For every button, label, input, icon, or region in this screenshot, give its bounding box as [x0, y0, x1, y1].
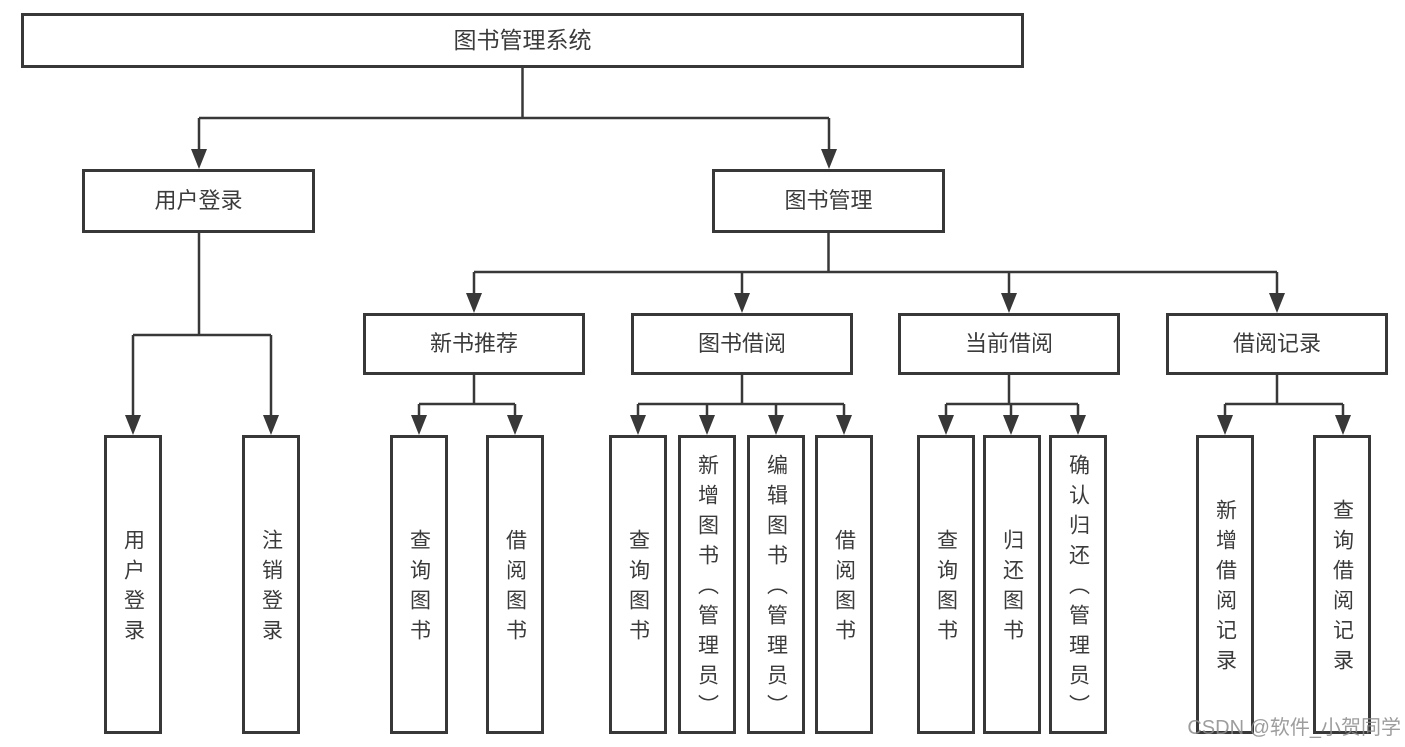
node-label: 注销登录 [259, 528, 283, 649]
node-label: 归还图书 [1000, 528, 1024, 649]
node-label: 查询图书 [626, 528, 650, 649]
node-book-management: 图书管理 [712, 169, 945, 233]
leaf-query-books-2: 查询图书 [609, 435, 667, 734]
leaf-logout: 注销登录 [242, 435, 300, 734]
node-label: 借阅图书 [503, 528, 527, 649]
node-label: 新增图书（管理员） [695, 453, 719, 724]
node-label: 用户登录 [121, 528, 145, 649]
leaf-borrow-books-2: 借阅图书 [815, 435, 873, 734]
node-label: 用户登录 [154, 188, 243, 213]
leaf-query-books-3: 查询图书 [917, 435, 975, 734]
leaf-user-login: 用户登录 [104, 435, 162, 734]
node-library-management-system: 图书管理系统 [21, 13, 1024, 68]
node-borrowing-records: 借阅记录 [1166, 313, 1388, 375]
node-label: 图书管理 [784, 188, 873, 213]
node-label: 查询图书 [934, 528, 958, 649]
node-book-borrowing: 图书借阅 [631, 313, 853, 375]
leaf-query-books: 查询图书 [390, 435, 448, 734]
node-new-book-recommendation: 新书推荐 [363, 313, 585, 375]
node-label: 确认归还（管理员） [1066, 453, 1090, 724]
node-label: 编辑图书（管理员） [764, 453, 788, 724]
node-label: 图书借阅 [697, 331, 786, 356]
leaf-query-borrow-record: 查询借阅记录 [1313, 435, 1371, 734]
node-user-login: 用户登录 [82, 169, 315, 233]
node-label: 借阅记录 [1232, 331, 1321, 356]
leaf-add-book-admin: 新增图书（管理员） [678, 435, 736, 734]
node-current-borrowing: 当前借阅 [898, 313, 1120, 375]
leaf-add-borrow-record: 新增借阅记录 [1196, 435, 1254, 734]
watermark: CSDN @软件_小贺同学 [1187, 717, 1401, 739]
leaf-return-book: 归还图书 [983, 435, 1041, 734]
node-label: 查询借阅记录 [1330, 498, 1354, 679]
node-label: 借阅图书 [832, 528, 856, 649]
leaf-edit-book-admin: 编辑图书（管理员） [747, 435, 805, 734]
node-label: 图书管理系统 [453, 27, 592, 53]
node-label: 当前借阅 [964, 331, 1053, 356]
leaf-borrow-books: 借阅图书 [486, 435, 544, 734]
node-label: 新增借阅记录 [1213, 498, 1237, 679]
leaf-confirm-return-admin: 确认归还（管理员） [1049, 435, 1107, 734]
node-label: 查询图书 [407, 528, 431, 649]
node-label: 新书推荐 [429, 331, 518, 356]
